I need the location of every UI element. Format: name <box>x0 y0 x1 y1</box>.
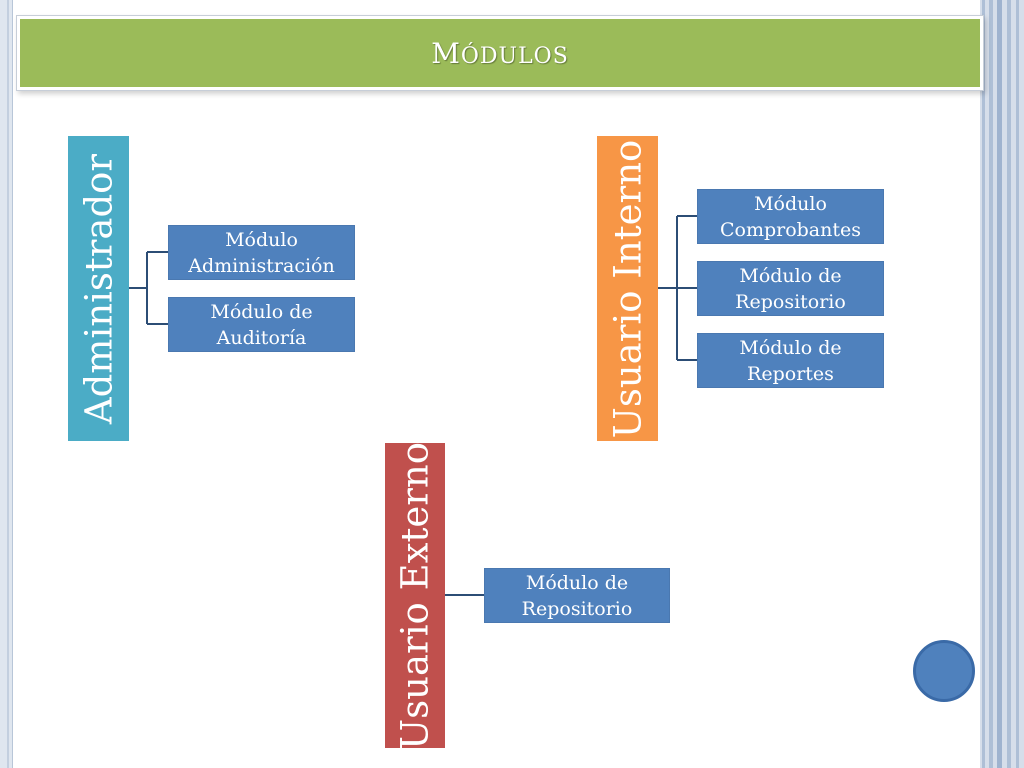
slide-left-border <box>0 0 13 768</box>
usuario-interno-label: Usuario Interno <box>606 139 649 438</box>
administrador-label: Administrador <box>77 153 120 424</box>
slide-title: MÓDULOS <box>431 37 569 70</box>
modulo-auditoria-node: Módulo de Auditoría <box>168 297 355 352</box>
modulo-reportes-node: Módulo de Reportes <box>697 333 884 388</box>
modulo-repositorio-externo-node: Módulo de Repositorio <box>484 568 670 623</box>
decorative-circle <box>913 640 975 702</box>
modulo-comprobantes-node: Módulo Comprobantes <box>697 189 884 244</box>
administrador-node: Administrador <box>68 136 129 441</box>
usuario-externo-label: Usuario Externo <box>393 443 437 748</box>
modulo-repositorio-interno-node: Módulo de Repositorio <box>697 261 884 316</box>
modulo-administracion-node: Módulo Administración <box>168 225 355 280</box>
connector-administrador <box>129 251 168 325</box>
usuario-interno-node: Usuario Interno <box>597 136 658 441</box>
usuario-externo-node: Usuario Externo <box>385 443 445 748</box>
slide-title-initial: M <box>431 36 461 70</box>
connector-usuario-interno <box>658 215 697 361</box>
slide-title-bar: MÓDULOS <box>20 19 980 87</box>
slide-title-rest: ÓDULOS <box>460 43 569 69</box>
slide-right-border <box>980 0 1024 768</box>
